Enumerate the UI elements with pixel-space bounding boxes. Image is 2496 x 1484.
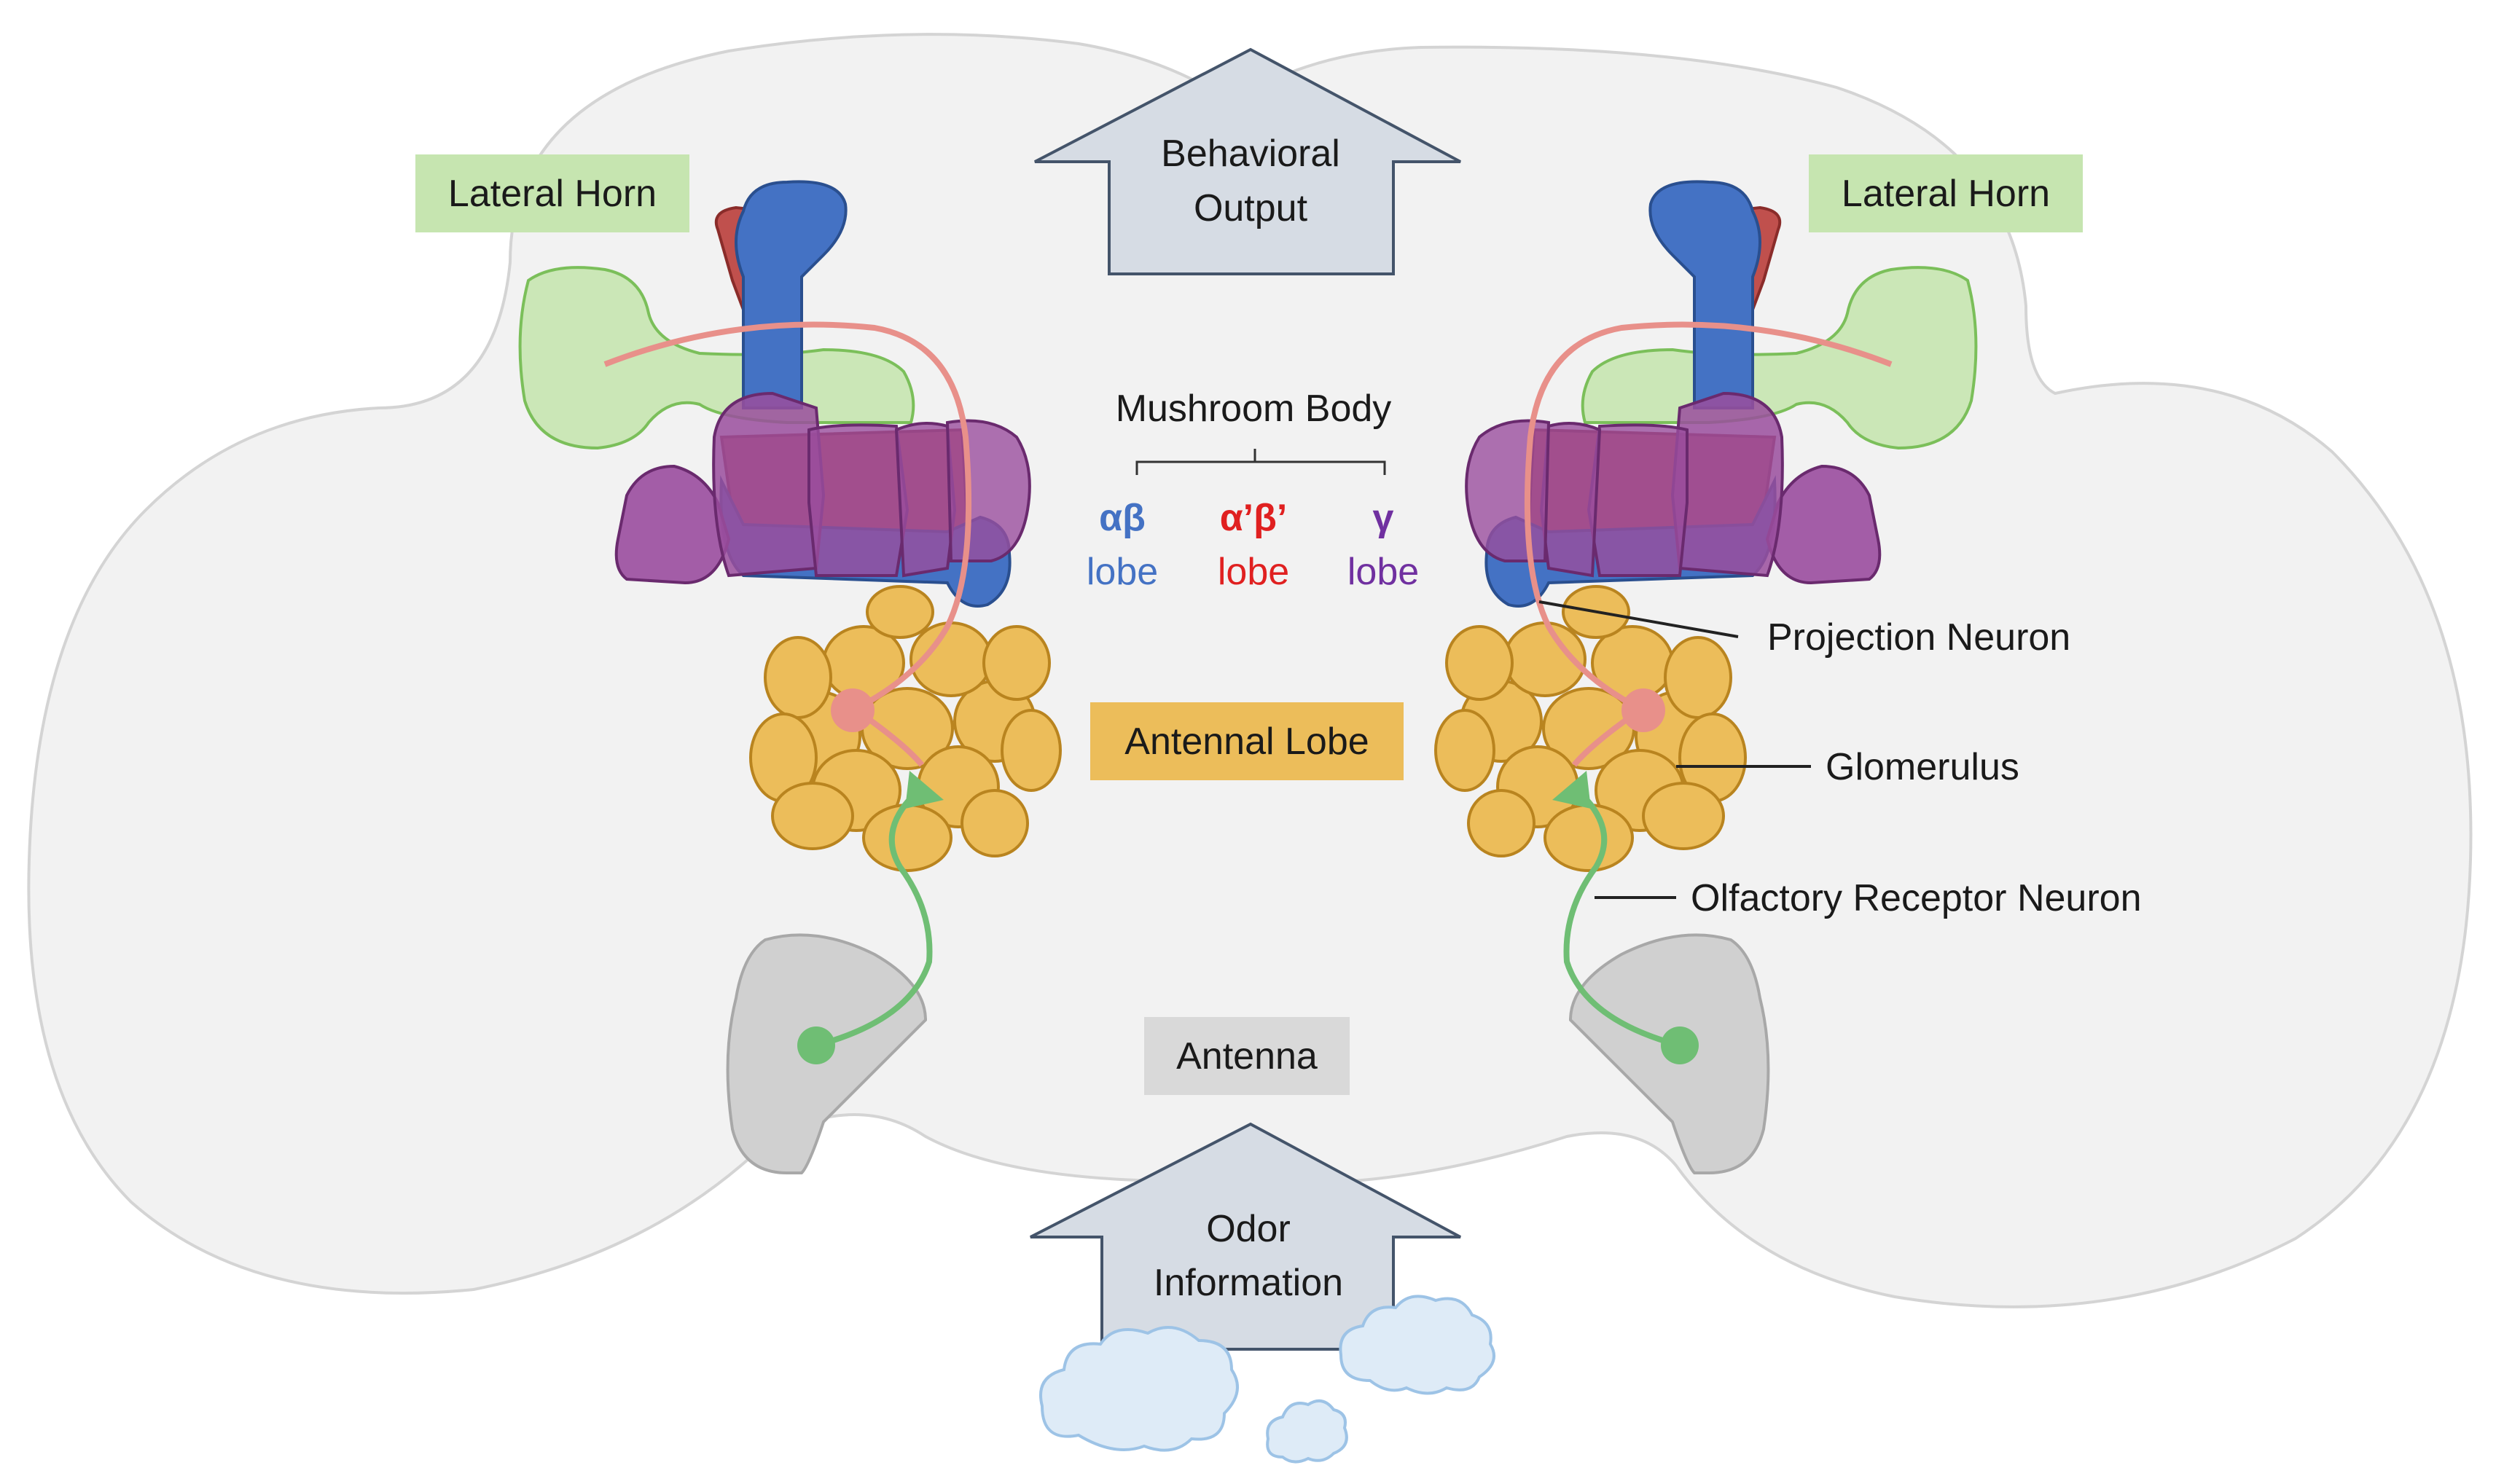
antennal-lobe-label: Antennal Lobe: [1124, 721, 1369, 763]
lobe-gamma-name: γ: [1373, 497, 1394, 539]
projection-neuron-soma-left: [831, 688, 875, 732]
antennal-lobe-box: [1090, 702, 1404, 780]
odor-cloud-large: [1039, 1326, 1239, 1452]
lateral-horn-left: [518, 266, 915, 450]
lateral-horn-right: [1581, 266, 1978, 450]
odor-cloud-small: [1266, 1399, 1348, 1464]
receptor-neuron-right: [1563, 792, 1681, 1048]
odor-cloud-right: [1339, 1295, 1495, 1395]
right-hemisphere: [1434, 180, 1978, 1174]
projection-neuron-right: [1524, 321, 1893, 713]
behavioral-output-label-2: Output: [1194, 187, 1308, 229]
lobe-alpha-beta-name: αβ: [1099, 497, 1146, 539]
behavioral-output-arrow: [1034, 47, 1461, 275]
behavioral-output-label-1: Behavioral: [1161, 133, 1340, 175]
odor-information-label-1: Odor: [1206, 1208, 1291, 1250]
projection-neuron-label: Projection Neuron: [1767, 616, 2070, 659]
lobe-alpha-prime-beta-prime-word: lobe: [1218, 551, 1289, 593]
odor-information-arrow: [1030, 1122, 1461, 1351]
mushroom-body-bracket: [1135, 449, 1386, 475]
lobe-legend: αβ lobe α’β’ lobe γ lobe: [1087, 497, 1419, 593]
receptor-neuron-terminal-left: [905, 771, 944, 809]
lobe-alpha-prime-beta-prime-name: α’β’: [1220, 497, 1288, 539]
left-hemisphere: [518, 180, 1062, 1174]
lobe-alpha-beta-word: lobe: [1087, 551, 1158, 593]
projection-neuron-left: [603, 321, 972, 713]
lateral-horn-left-box: [415, 154, 689, 232]
odor-information-label-2: Information: [1154, 1262, 1343, 1304]
lateral-horn-right-label: Lateral Horn: [1842, 173, 2050, 215]
receptor-neuron-soma-left: [797, 1026, 835, 1064]
glomerulus-label: Glomerulus: [1826, 746, 2019, 788]
lobe-gamma-word: lobe: [1347, 551, 1419, 593]
projection-neuron-callout: [1538, 600, 1739, 638]
mushroom-body-label: Mushroom Body: [1116, 388, 1392, 430]
receptor-neuron-left: [815, 792, 933, 1048]
antenna-box: [1144, 1017, 1350, 1095]
lateral-horn-right-box: [1809, 154, 2083, 232]
lateral-horn-left-label: Lateral Horn: [448, 173, 657, 215]
olfactory-receptor-neuron-label: Olfactory Receptor Neuron: [1691, 877, 2142, 919]
antenna-label: Antenna: [1176, 1035, 1318, 1077]
